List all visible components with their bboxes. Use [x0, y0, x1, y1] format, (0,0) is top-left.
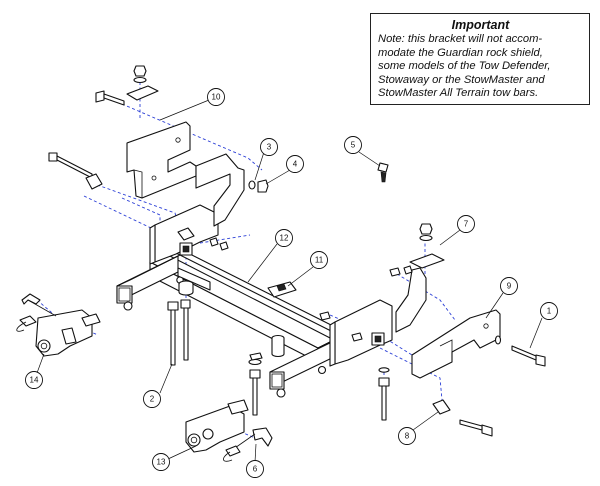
left-tow-tab — [16, 293, 101, 357]
svg-text:1: 1 — [547, 307, 552, 316]
right-tow-tab — [185, 399, 273, 462]
callout-5: 5 — [344, 136, 362, 154]
svg-text:7: 7 — [464, 220, 469, 229]
hardware-nuts-washers — [85, 65, 502, 415]
main-crossbar — [116, 243, 346, 398]
left-mounting-bracket — [126, 121, 245, 227]
callout-14: 14 — [25, 371, 43, 389]
callout-10: 10 — [207, 88, 225, 106]
note-line: some models of the Tow Defender, — [378, 60, 551, 73]
svg-text:11: 11 — [315, 256, 324, 265]
callout-1: 1 — [540, 302, 558, 320]
svg-text:12: 12 — [280, 234, 289, 243]
svg-text:10: 10 — [212, 93, 221, 102]
note-line: Note: this bracket will not accom- — [378, 33, 543, 46]
callout-4: 4 — [286, 155, 304, 173]
svg-text:2: 2 — [150, 395, 155, 404]
callout-13: 13 — [152, 453, 170, 471]
note-line: Stowaway or the StowMaster and — [378, 73, 545, 86]
callout-11: 11 — [310, 251, 328, 269]
svg-text:5: 5 — [351, 141, 356, 150]
callout-8: 8 — [398, 427, 416, 445]
svg-text:8: 8 — [405, 432, 410, 441]
callouts: 10 3 4 5 12 11 7 9 — [25, 88, 558, 478]
callout-7: 7 — [457, 215, 475, 233]
right-mounting-bracket — [395, 267, 501, 379]
important-note-box: Important Note: this bracket will not ac… — [370, 13, 590, 105]
svg-text:14: 14 — [30, 376, 39, 385]
svg-text:13: 13 — [157, 458, 166, 467]
callout-3: 3 — [260, 138, 278, 156]
callout-2: 2 — [143, 390, 161, 408]
note-title: Important — [451, 18, 510, 32]
callout-9: 9 — [500, 277, 518, 295]
note-line: StowMaster All Terrain tow bars. — [378, 87, 539, 100]
svg-text:3: 3 — [267, 143, 272, 152]
bolts — [48, 90, 546, 437]
leader-lines — [36, 99, 543, 463]
callout-12: 12 — [275, 229, 293, 247]
right-upright-plate — [329, 299, 393, 367]
svg-text:9: 9 — [507, 282, 512, 291]
callout-6: 6 — [246, 460, 264, 478]
svg-text:4: 4 — [293, 160, 298, 169]
assembly-centerlines — [36, 82, 456, 439]
svg-text:6: 6 — [253, 465, 258, 474]
note-line: modate the Guardian rock shield, — [378, 46, 543, 59]
